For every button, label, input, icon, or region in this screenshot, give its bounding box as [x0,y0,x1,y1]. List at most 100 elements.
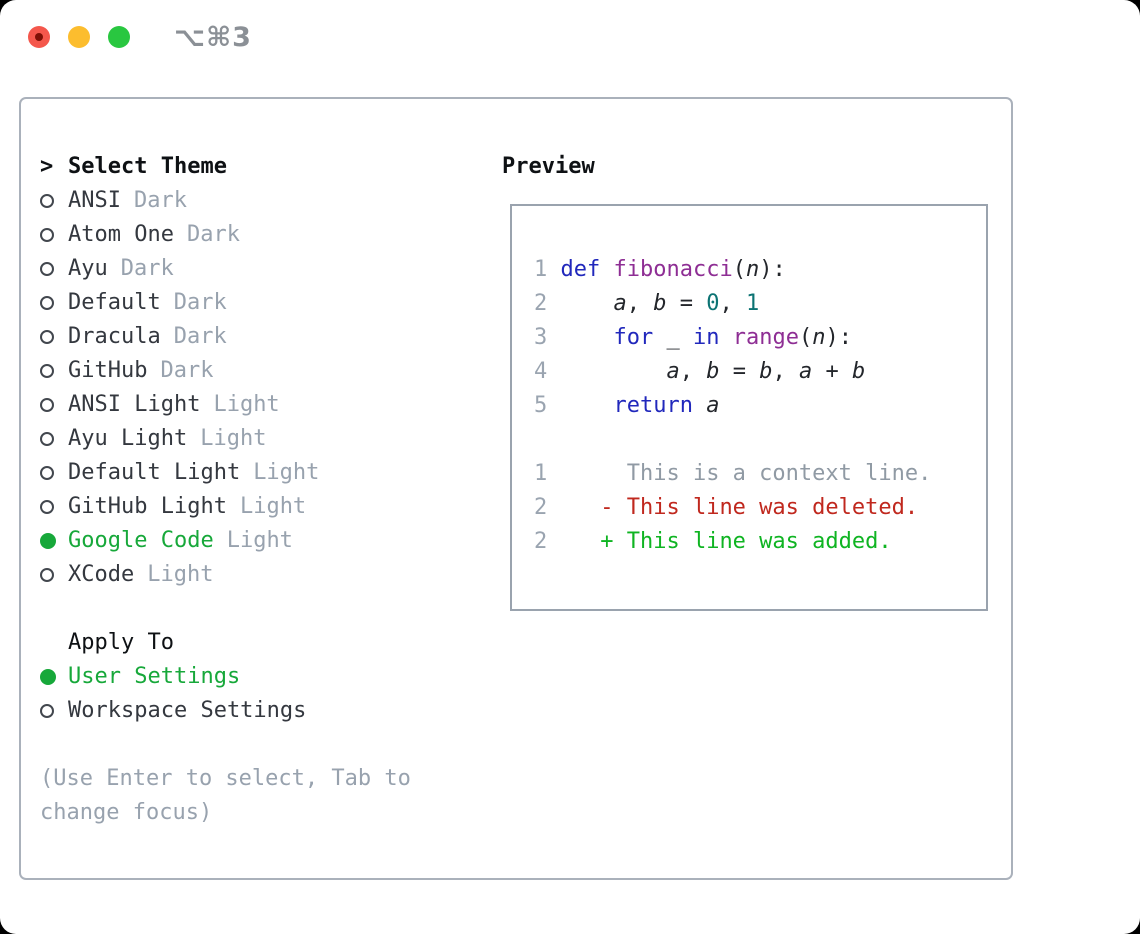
theme-variant-badge: Dark [160,358,214,383]
theme-list-item[interactable]: ANSI Dark [40,184,480,218]
theme-variant-badge: Light [239,494,307,519]
code-token [653,325,666,350]
select-theme-header: > Select Theme [40,150,480,184]
window-title: ⌥⌘3 [174,21,252,53]
code-token: in [692,325,720,350]
apply-to-item[interactable]: Workspace Settings [40,694,480,728]
code-token: + This line was added. [560,529,892,554]
code-token [561,291,614,316]
code-token: fibonacci [613,257,733,282]
radio-icon [40,228,68,242]
radio-icon [40,194,68,208]
radio-icon [40,568,68,582]
radio-icon [40,432,68,446]
code-token: for [613,325,654,350]
code-token: - This line was deleted. [560,495,919,520]
spacer [40,728,480,762]
help-text: (Use Enter to select, Tab to change focu… [40,766,411,825]
theme-list-item[interactable]: Dracula Dark [40,320,480,354]
radio-selected-icon [40,533,68,549]
theme-variant-badge: Light [253,460,320,485]
code-token: ( [732,257,746,282]
theme-list-item[interactable]: Ayu Dark [40,252,480,286]
code-token: a [706,393,720,418]
apply-to-name: Workspace Settings [68,698,307,723]
theme-name: ANSI [68,188,121,213]
theme-list-item[interactable]: GitHub Light Light [40,490,480,524]
apply-to-name: User Settings [68,664,241,689]
theme-list-item[interactable]: Atom One Dark [40,218,480,252]
radio-icon [40,330,68,344]
code-token: ( [798,325,813,350]
spacer [40,592,480,626]
line-number: 3 [534,325,548,350]
code-token: n [812,325,826,350]
code-token: a [798,359,813,384]
preview-title: Preview [502,154,595,179]
code-token: b [653,291,667,316]
code-line [534,423,986,457]
theme-variant-badge: Dark [120,256,174,281]
theme-variant-badge: Dark [173,290,227,315]
theme-name: GitHub [68,358,148,383]
line-number: 5 [534,393,548,418]
code-token: return [613,393,693,418]
maximize-button-icon[interactable] [108,26,130,48]
code-line: 4 a, b = b, a + b [534,355,986,389]
theme-name: Default [68,290,161,315]
theme-variant-badge: Dark [173,324,227,349]
radio-icon [40,704,68,718]
code-token: + [812,359,852,384]
radio-icon [40,398,68,412]
code-token: range [732,325,799,350]
code-token: , [772,359,799,384]
minimize-button-icon[interactable] [68,26,90,48]
code-token [561,359,667,384]
code-token: = [719,359,760,384]
theme-variant-badge: Light [200,426,267,451]
theme-list-item[interactable]: Default Dark [40,286,480,320]
code-token: 0 [706,291,720,316]
focus-cursor-icon: > [40,154,54,179]
close-button-icon[interactable] [28,26,50,48]
apply-to-header: Apply To [40,626,480,660]
radio-icon [40,296,68,310]
theme-list-item[interactable]: GitHub Dark [40,354,480,388]
line-number: 1 [534,461,548,486]
radio-icon [40,500,68,514]
radio-icon [40,262,68,276]
line-number: 2 [534,529,548,554]
titlebar: ⌥⌘3 [28,22,252,53]
apply-to-item[interactable]: User Settings [40,660,480,694]
code-token: def [560,257,601,282]
theme-variant-badge: Dark [186,222,240,247]
code-token: b [851,359,866,384]
code-token: ): [825,325,852,350]
code-token [561,325,614,350]
theme-name: Atom One [68,222,174,247]
theme-name: Ayu [68,256,108,281]
radio-icon [40,466,68,480]
code-token [693,393,706,418]
theme-name: GitHub Light [68,494,227,519]
theme-name: Dracula [68,324,161,349]
code-token [561,393,614,418]
code-token: b [706,359,720,384]
radio-selected-icon [40,669,68,685]
code-token: b [759,359,773,384]
line-number: 4 [534,359,548,384]
code-token: = [666,291,707,316]
theme-variant-badge: Dark [133,188,187,213]
line-number: 2 [534,291,548,316]
code-line: 5 return a [534,389,986,423]
theme-variant-badge: Light [213,392,280,417]
